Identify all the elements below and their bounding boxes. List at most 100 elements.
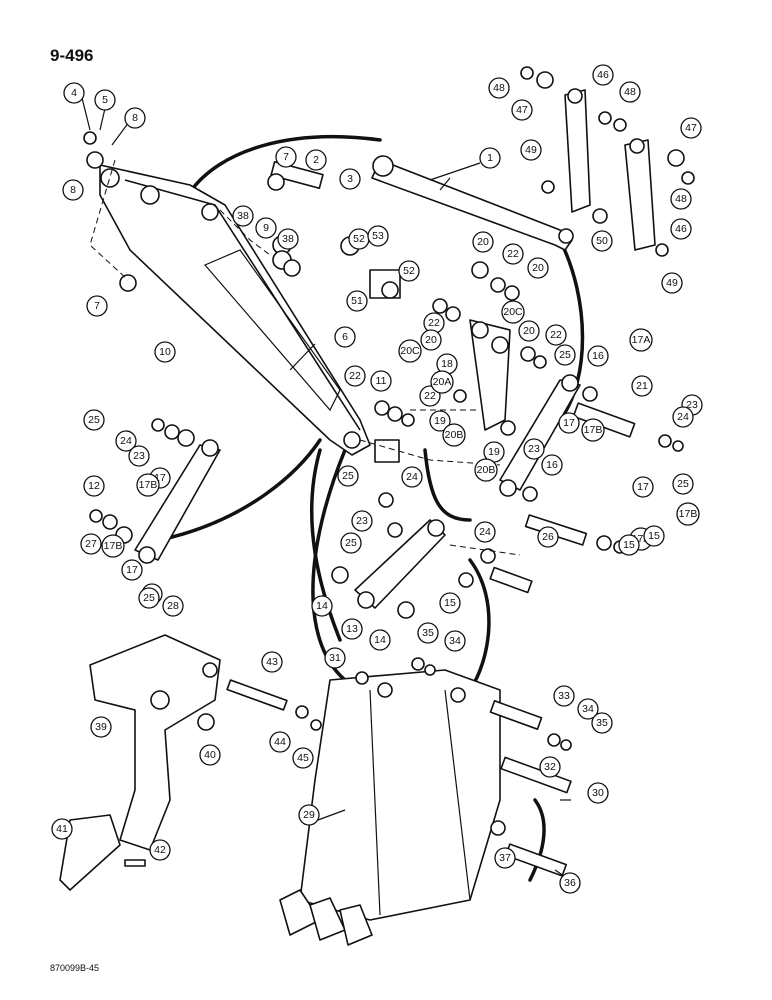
callout-label: 22: [349, 370, 361, 382]
callout-20: 20: [472, 231, 494, 253]
callout-label: 20A: [433, 376, 452, 388]
callout-circle: [581, 418, 605, 442]
callout-label: 11: [376, 375, 387, 387]
callout-15: 15: [643, 525, 665, 547]
callout-circle: [672, 473, 694, 495]
callout-22: 22: [545, 324, 567, 346]
callout-48: 48: [670, 188, 692, 210]
callout-20: 20: [420, 329, 442, 351]
callout-circle: [474, 458, 498, 482]
callout-label: 20: [425, 334, 437, 346]
callout-circle: [591, 230, 613, 252]
callout-circle: [474, 521, 496, 543]
callout-label: 47: [516, 104, 528, 116]
callout-label: 10: [159, 346, 171, 358]
callout-label: 12: [88, 480, 100, 492]
dipper-arm: [99, 164, 371, 456]
callout-circle: [80, 533, 102, 555]
callout-circle: [629, 328, 653, 352]
callout-label: 17: [563, 417, 575, 429]
callout-circle: [199, 744, 221, 766]
callout-label: 22: [424, 390, 436, 402]
callout-circle: [643, 525, 665, 547]
callout-label: 1: [487, 152, 493, 164]
callout-label: 22: [507, 248, 519, 260]
callout-circle: [592, 64, 614, 86]
callout-17b: 17B: [136, 473, 160, 497]
callout-label: 9: [263, 222, 269, 234]
callout-label: 13: [346, 623, 358, 635]
callout-label: 46: [597, 69, 609, 81]
callout-label: 25: [345, 537, 357, 549]
callout-label: 53: [372, 230, 384, 242]
callout-label: 38: [237, 210, 249, 222]
callout-label: 42: [154, 844, 166, 856]
callout-20: 20: [527, 257, 549, 279]
callout-label: 17B: [104, 540, 123, 552]
links-46: [564, 88, 656, 251]
callout-circle: [494, 847, 516, 869]
callout-circle: [305, 149, 327, 171]
callout-label: 14: [374, 634, 386, 646]
callout-20b: 20B: [474, 458, 498, 482]
callout-label: 23: [686, 399, 698, 411]
callout-circle: [346, 290, 368, 312]
callout-label: 25: [677, 478, 689, 490]
callout-circle: [261, 651, 283, 673]
callout-circle: [670, 218, 692, 240]
callout-26: 26: [537, 526, 559, 548]
callout-6: 6: [334, 326, 356, 348]
callout-34: 34: [577, 698, 599, 720]
callout-label: 24: [677, 411, 689, 423]
callout-label: 29: [303, 809, 315, 821]
callout-label: 37: [499, 852, 511, 864]
callout-circle: [121, 559, 143, 581]
callout-label: 27: [85, 538, 97, 550]
callout-label: 7: [94, 300, 100, 312]
callout-20: 20: [518, 320, 540, 342]
callout-label: 52: [353, 233, 365, 245]
callout-34: 34: [444, 630, 466, 652]
callout-label: 33: [558, 690, 570, 702]
callout-label: 48: [493, 82, 505, 94]
callout-24: 24: [401, 466, 423, 488]
callout-circle: [672, 406, 694, 428]
callout-17b: 17B: [581, 418, 605, 442]
callout-circle: [370, 370, 392, 392]
callout-label: 17: [154, 472, 166, 484]
callout-circle: [334, 326, 356, 348]
callout-circle: [86, 295, 108, 317]
callout-52: 52: [348, 228, 370, 250]
callout-circle: [430, 370, 454, 394]
callout-circle: [661, 272, 683, 294]
callout-circle: [472, 231, 494, 253]
callout-circle: [537, 526, 559, 548]
callout-24: 24: [474, 521, 496, 543]
callout-circle: [149, 839, 171, 861]
callout-label: 20B: [445, 429, 464, 441]
callout-circle: [398, 260, 420, 282]
callout-label: 48: [624, 86, 636, 98]
ripper: [59, 634, 221, 891]
callout-14: 14: [311, 595, 333, 617]
callout-circle: [429, 410, 451, 432]
figure-code: 870099B-45: [50, 963, 100, 973]
callout-22: 22: [423, 312, 445, 334]
callout-label: 25: [143, 592, 155, 604]
callout-circle: [162, 595, 184, 617]
callout-50: 50: [591, 230, 613, 252]
callout-circle: [63, 82, 85, 104]
bucket-cylinder: [371, 155, 574, 251]
callout-circle: [559, 872, 581, 894]
callout-label: 20C: [400, 345, 420, 357]
callout-label: 15: [623, 539, 635, 551]
callout-circle: [545, 324, 567, 346]
callout-circle: [631, 375, 653, 397]
callout-label: 24: [120, 435, 132, 447]
callout-49: 49: [520, 139, 542, 161]
callout-label: 35: [596, 717, 608, 729]
callout-circle: [619, 81, 641, 103]
callout-label: 52: [403, 265, 415, 277]
